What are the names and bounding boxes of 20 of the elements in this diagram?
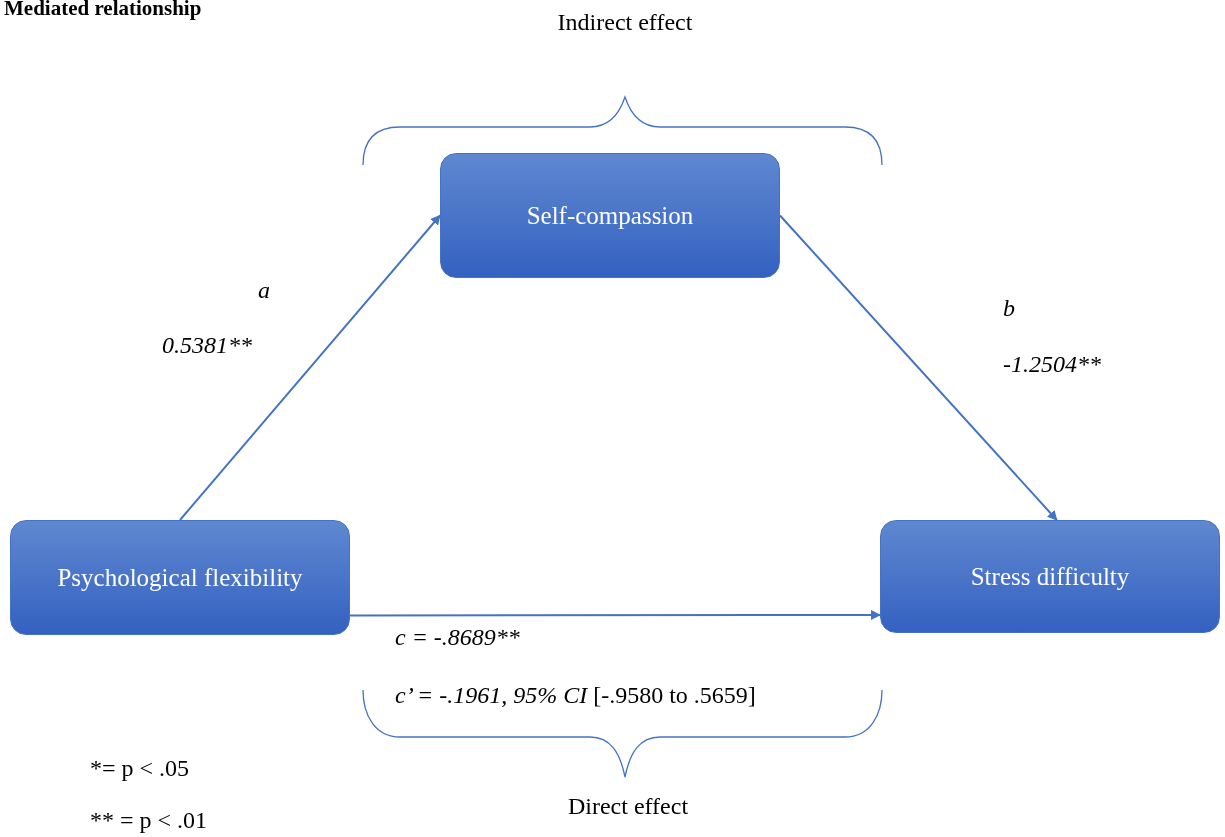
arrow xyxy=(779,214,1058,521)
coefficient-label: 0.5381** xyxy=(162,332,252,359)
path-label: a xyxy=(258,277,270,304)
node-label: Stress difficulty xyxy=(970,562,1130,591)
coefficient-label: c = -.8689** xyxy=(395,624,520,651)
path-label: b xyxy=(1003,295,1015,322)
effect-label: Direct effect xyxy=(567,793,689,820)
node-label: Self-compassion xyxy=(526,201,694,230)
arrow xyxy=(179,214,441,521)
node-label: Psychological flexibility xyxy=(57,563,303,592)
process-box xyxy=(440,153,780,278)
coefficient-label: c’ = -.1961, 95% CI [-.9580 to .5659] xyxy=(395,682,756,709)
process-box xyxy=(10,520,350,635)
effect-label: Indirect effect xyxy=(557,9,693,36)
arrow xyxy=(349,609,881,620)
coefficient-label: -1.2504** xyxy=(1003,351,1101,378)
significance-note: *= p < .05 xyxy=(90,755,190,782)
process-box xyxy=(880,520,1220,633)
significance-note: ** = p < .01 xyxy=(90,807,208,834)
figure-title: Mediated relationship xyxy=(4,0,202,21)
